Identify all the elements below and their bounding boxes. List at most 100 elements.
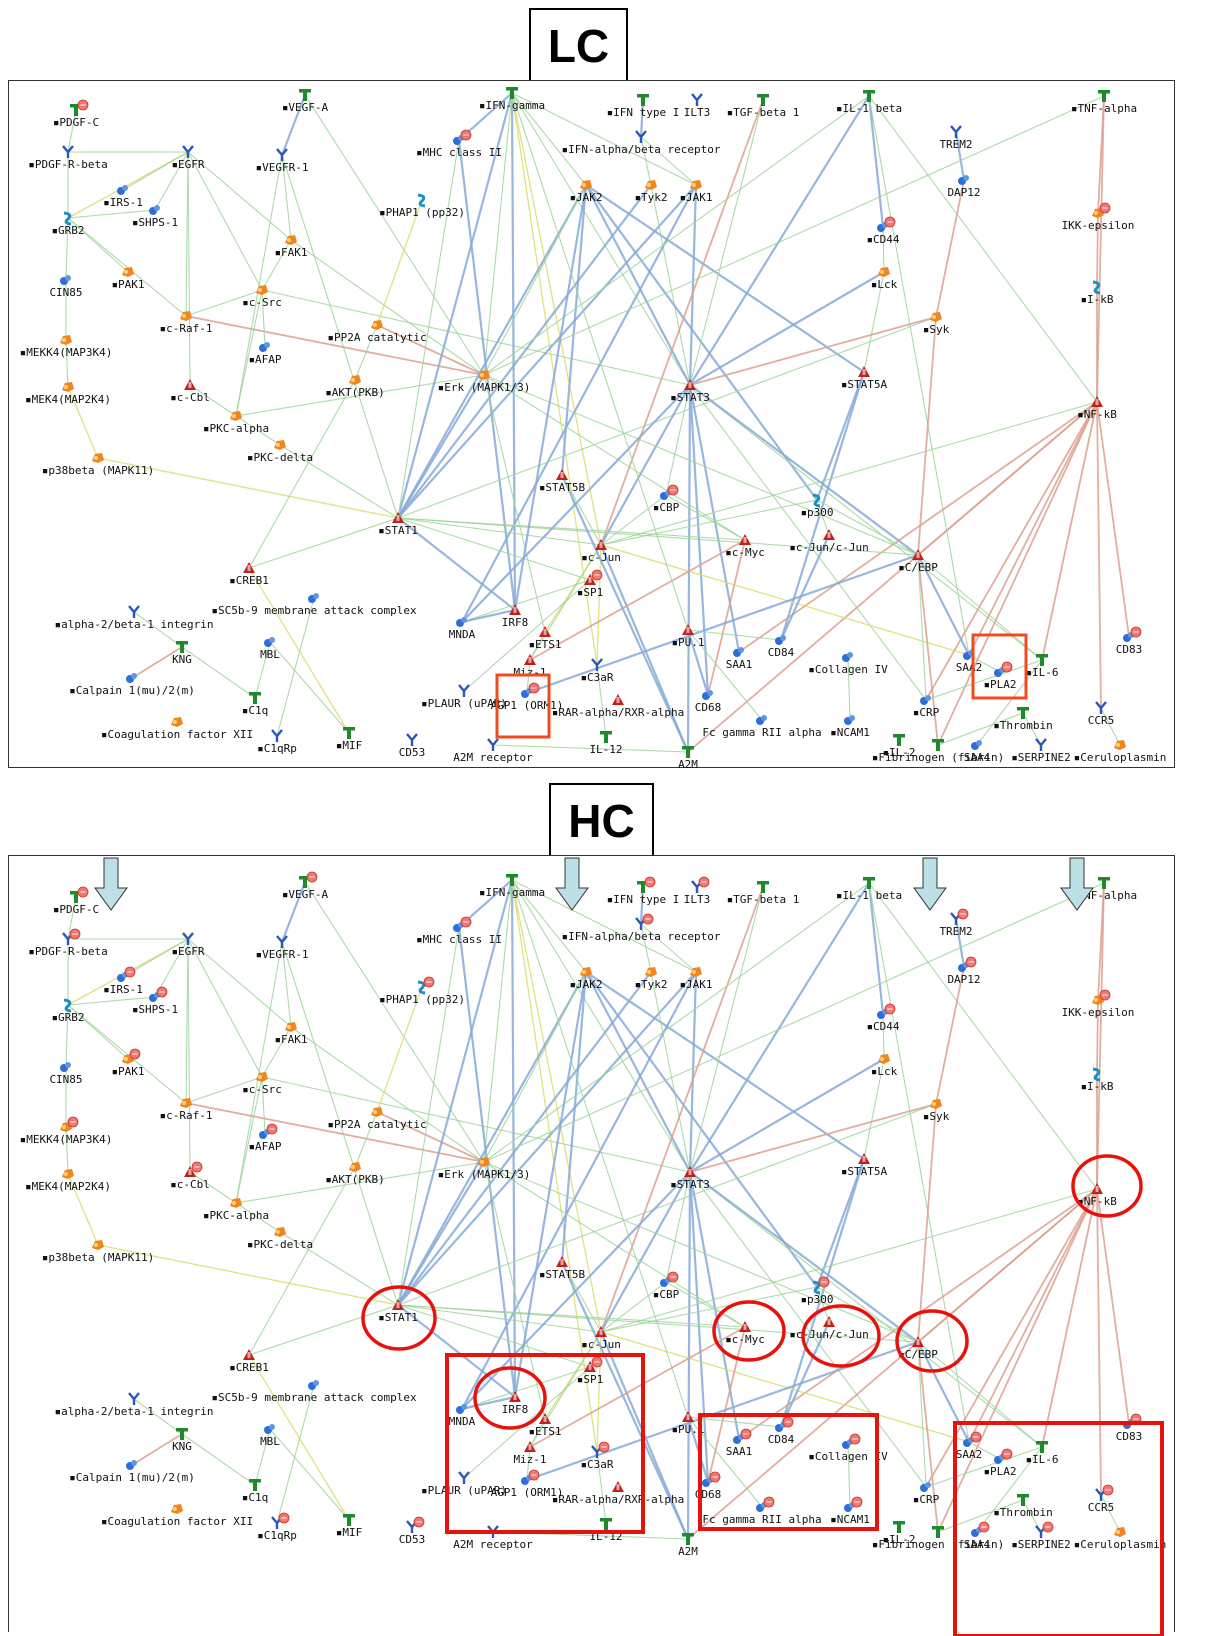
hc-node-saa2[interactable]: SAA2 — [956, 1431, 983, 1461]
hc-node-syk[interactable]: ▪Syk — [923, 1099, 950, 1123]
lc-node-c1q[interactable]: ▪C1q — [242, 692, 269, 717]
hc-node-cd44[interactable]: ▪CD44 — [866, 1003, 900, 1033]
lc-node-craf1[interactable]: ▪c-Raf-1 — [160, 311, 213, 335]
hc-node-mnda[interactable]: MNDA — [449, 1404, 476, 1428]
hc-node-il2[interactable]: ▪IL-2 — [882, 1521, 916, 1546]
lc-node-vegfr1[interactable]: ▪VEGFR-1 — [256, 148, 309, 174]
lc-node-creb1[interactable]: ▪CREB1 — [229, 562, 269, 587]
lc-node-cd68[interactable]: CD68 — [695, 690, 722, 714]
lc-node-afap[interactable]: ▪AFAP — [248, 342, 282, 366]
hc-node-saa4[interactable]: SAA4 — [964, 1521, 991, 1551]
hc-node-cjuncjun[interactable]: ▪c-Jun/c-Jun — [789, 1316, 869, 1341]
lc-node-lck[interactable]: ▪Lck — [871, 267, 898, 291]
hc-node-cbp[interactable]: ▪CBP — [653, 1271, 680, 1301]
lc-node-c3ar[interactable]: ▪C3aR — [580, 658, 614, 684]
hc-node-a2b1[interactable]: ▪alpha-2/beta-1 integrin — [55, 1392, 214, 1418]
hc-node-vegfr1[interactable]: ▪VEGFR-1 — [256, 935, 309, 961]
lc-node-ifnabr[interactable]: ▪IFN-alpha/beta receptor — [562, 130, 721, 156]
lc-node-saa1[interactable]: SAA1 — [726, 647, 753, 671]
hc-node-creb1[interactable]: ▪CREB1 — [229, 1349, 269, 1374]
hc-node-sc5b9[interactable]: ▪SC5b-9 membrane attack complex — [211, 1380, 417, 1404]
lc-node-crp[interactable]: ▪CRP — [913, 695, 940, 719]
lc-node-pla2[interactable]: ▪PLA2 — [983, 661, 1017, 691]
lc-node-pdgfrb[interactable]: ▪PDGF-R-beta — [28, 145, 108, 171]
lc-node-coagxii[interactable]: ▪Coagulation factor XII — [101, 717, 253, 741]
hc-node-c3ar[interactable]: ▪C3aR — [580, 1441, 614, 1471]
hc-node-craf1[interactable]: ▪c-Raf-1 — [160, 1098, 213, 1122]
lc-node-cmyc[interactable]: ▪c-Myc — [725, 534, 765, 559]
hc-node-mek4[interactable]: ▪MEK4(MAP2K4) — [25, 1169, 111, 1193]
lc-node-pak1[interactable]: ▪PAK1 — [111, 267, 145, 291]
lc-node-erk[interactable]: ▪Erk (MAPK1/3) — [438, 370, 531, 394]
lc-node-thrombin[interactable]: ▪Thrombin — [993, 707, 1053, 732]
lc-node-a2m[interactable]: A2M — [678, 746, 698, 771]
hc-node-cd84[interactable]: CD84 — [768, 1416, 795, 1446]
lc-node-tgfb1[interactable]: ▪TGF-beta 1 — [727, 94, 800, 119]
lc-node-a2b1[interactable]: ▪alpha-2/beta-1 integrin — [55, 605, 214, 631]
lc-node-cbp[interactable]: ▪CBP — [653, 484, 680, 514]
lc-node-irs1[interactable]: ▪IRS-1 — [103, 185, 143, 209]
lc-node-jak1[interactable]: ▪JAK1 — [679, 180, 713, 204]
hc-node-ilt3[interactable]: ILT3 — [684, 876, 711, 906]
hc-node-pdgfc[interactable]: ▪PDGF-C — [53, 886, 99, 916]
hc-node-ccbl[interactable]: ▪c-Cbl — [170, 1161, 210, 1191]
hc-node-mif[interactable]: ▪MIF — [336, 1514, 363, 1539]
lc-node-ikb[interactable]: ▪I-kB — [1080, 280, 1114, 306]
lc-node-cebp[interactable]: ▪C/EBP — [898, 549, 938, 574]
lc-node-tyk2[interactable]: ▪Tyk2 — [634, 180, 668, 204]
lc-node-sc5b9[interactable]: ▪SC5b-9 membrane attack complex — [211, 593, 417, 617]
lc-node-plaur[interactable]: ▪PLAUR (uPAR) — [421, 684, 507, 710]
hc-node-mbl[interactable]: MBL — [260, 1424, 280, 1448]
lc-node-cd84[interactable]: CD84 — [768, 635, 795, 659]
hc-node-trem2[interactable]: TREM2 — [939, 908, 973, 938]
lc-node-pu1[interactable]: ▪PU.1 — [671, 624, 705, 649]
hc-node-cin85[interactable]: CIN85 — [49, 1062, 83, 1086]
lc-node-vegfa[interactable]: ▪VEGF-A — [282, 89, 329, 114]
hc-node-a2m[interactable]: A2M — [678, 1533, 698, 1558]
hc-node-pu1[interactable]: ▪PU.1 — [671, 1411, 705, 1436]
hc-node-fcgr2[interactable]: Fc gamma RII alpha — [702, 1496, 822, 1526]
hc-node-nfkb[interactable]: ▪NF-kB — [1077, 1183, 1117, 1208]
lc-node-stat1[interactable]: ▪STAT1 — [378, 512, 418, 537]
lc-node-serpine2[interactable]: ▪SERPINE2 — [1011, 738, 1071, 764]
hc-node-pla2[interactable]: ▪PLA2 — [983, 1448, 1017, 1478]
lc-node-csrc[interactable]: ▪c-Src — [242, 285, 282, 309]
lc-node-ifn1[interactable]: ▪IFN type I — [607, 94, 680, 119]
hc-node-jak2[interactable]: ▪JAK2 — [569, 967, 603, 991]
lc-node-saa2[interactable]: SAA2 — [956, 650, 983, 674]
hc-node-tgfb1[interactable]: ▪TGF-beta 1 — [727, 881, 800, 906]
lc-node-grb2[interactable]: ▪GRB2 — [51, 211, 85, 237]
hc-node-lck[interactable]: ▪Lck — [871, 1054, 898, 1078]
lc-node-nfkb[interactable]: ▪NF-kB — [1077, 396, 1117, 421]
hc-node-mekk4[interactable]: ▪MEKK4(MAP3K4) — [20, 1116, 113, 1146]
lc-node-a2mr[interactable]: A2M receptor — [453, 738, 533, 764]
lc-node-saa4[interactable]: SAA4 — [964, 740, 991, 764]
hc-node-agp1[interactable]: AGP1 (ORM1) — [491, 1469, 564, 1499]
hc-node-miz1[interactable]: Miz-1 — [513, 1441, 547, 1466]
lc-node-dap12[interactable]: DAP12 — [947, 175, 981, 199]
hc-node-pkca[interactable]: ▪PKC-alpha — [203, 1198, 269, 1222]
lc-node-kng[interactable]: KNG — [172, 641, 192, 666]
lc-node-cin85[interactable]: CIN85 — [49, 275, 83, 299]
lc-node-stat3[interactable]: ▪STAT3 — [670, 379, 710, 404]
hc-node-cerulo[interactable]: ▪Ceruloplasmin — [1074, 1527, 1167, 1551]
lc-node-p38b[interactable]: ▪p38beta (MAPK11) — [42, 453, 155, 477]
hc-node-pdgfrb[interactable]: ▪PDGF-R-beta — [28, 928, 108, 958]
hc-node-dap12[interactable]: DAP12 — [947, 956, 981, 986]
lc-node-tnfa[interactable]: ▪TNF-alpha — [1071, 90, 1137, 115]
hc-node-fib[interactable]: ▪Fibrinogen (fibrin) — [872, 1526, 1004, 1551]
lc-node-ikke[interactable]: IKK-epsilon — [1062, 202, 1135, 232]
lc-node-p300[interactable]: ▪p300 — [800, 493, 834, 519]
hc-node-stat3[interactable]: ▪STAT3 — [670, 1166, 710, 1191]
hc-node-mhc2[interactable]: ▪MHC class II — [416, 916, 502, 946]
lc-node-jak2[interactable]: ▪JAK2 — [569, 180, 603, 204]
hc-node-coll4[interactable]: ▪Collagen IV — [808, 1433, 888, 1463]
hc-node-calpain[interactable]: ▪Calpain 1(mu)/2(m) — [69, 1460, 195, 1484]
lc-node-ets1[interactable]: ▪ETS1 — [528, 626, 562, 651]
hc-node-sp1[interactable]: ▪SP1 — [577, 1356, 604, 1386]
lc-node-pkca[interactable]: ▪PKC-alpha — [203, 411, 269, 435]
hc-node-erk[interactable]: ▪Erk (MAPK1/3) — [438, 1157, 531, 1181]
lc-node-il12[interactable]: IL-12 — [589, 731, 623, 756]
hc-node-ikb[interactable]: ▪I-kB — [1080, 1067, 1114, 1093]
lc-node-stat5b[interactable]: ▪STAT5B — [539, 469, 586, 494]
